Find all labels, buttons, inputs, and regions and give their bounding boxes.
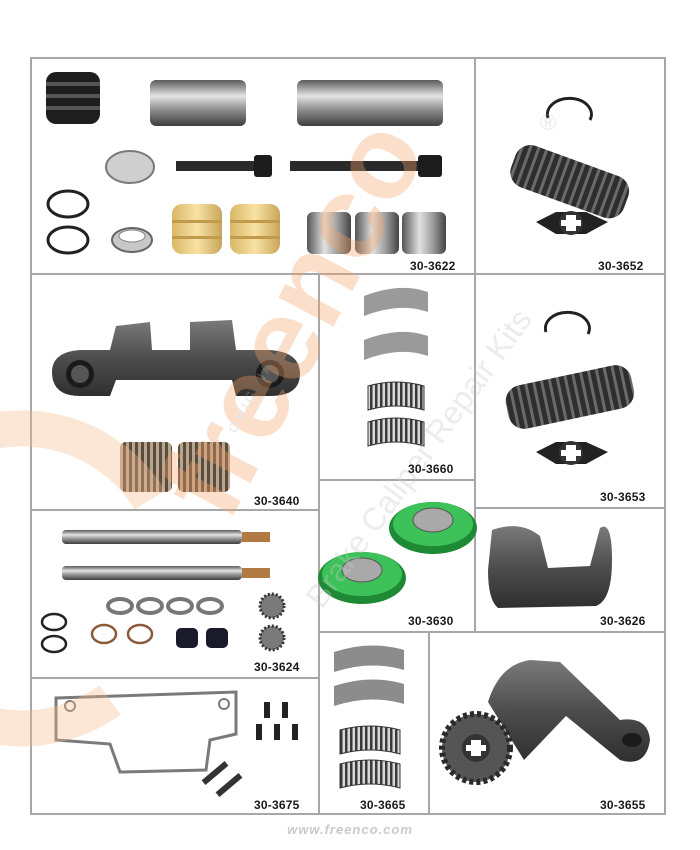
- bellows-boot-icon: [510, 145, 630, 219]
- kit-code-30-3660: 30-3660: [408, 462, 454, 476]
- rubber-boot-yellow-icon: [172, 204, 280, 254]
- kit-code-30-3640: 30-3640: [254, 494, 300, 508]
- kit-code-30-3652: 30-3652: [598, 259, 644, 273]
- adjuster-plate-icon: [536, 441, 608, 465]
- kit-code-30-3675: 30-3675: [254, 798, 300, 812]
- screw-set-icon: [201, 702, 298, 797]
- bearing-shell-icon: [334, 645, 404, 706]
- retaining-ring-icon: [545, 96, 593, 121]
- gear-icon: [258, 592, 286, 652]
- needle-bearing-icon: [367, 381, 425, 447]
- kit-code-30-3653: 30-3653: [600, 490, 646, 504]
- circlip-icon: [46, 189, 90, 255]
- kit-panel-30-3675: [30, 677, 320, 815]
- kit-code-30-3630: 30-3630: [408, 614, 454, 628]
- rubber-grommet-icon: [176, 628, 228, 648]
- rubber-plug-icon: [46, 72, 100, 124]
- coil-spring-icon: [120, 442, 230, 492]
- bearing-shell-icon: [364, 287, 428, 360]
- adjuster-shaft-icon: [62, 530, 270, 580]
- kit-code-30-3655: 30-3655: [600, 798, 646, 812]
- gasket-icon: [54, 690, 238, 774]
- washer-icon: [106, 597, 224, 615]
- kit-code-30-3665: 30-3665: [360, 798, 406, 812]
- cast-guide-yoke-icon: [488, 526, 612, 608]
- kit-code-30-3622: 30-3622: [410, 259, 456, 273]
- spring-clip-icon: [40, 612, 154, 654]
- bushing-ring-icon: [111, 227, 153, 253]
- adjuster-plate-icon: [536, 211, 608, 235]
- steel-bushing-icon: [307, 212, 446, 254]
- bolt-icon: [176, 155, 272, 177]
- kit-code-30-3626: 30-3626: [600, 614, 646, 628]
- piston-seal-icon: [318, 502, 477, 604]
- actuator-lever-icon: [439, 660, 650, 785]
- bellows-boot-icon: [505, 365, 635, 429]
- footer-website[interactable]: www.freenco.com: [287, 822, 413, 837]
- needle-bearing-icon: [339, 725, 401, 789]
- guide-pin-long-icon: [297, 80, 443, 126]
- retaining-ring-icon: [543, 310, 591, 335]
- bridge-bracket-icon: [52, 320, 300, 396]
- bolt-long-icon: [290, 155, 442, 177]
- guide-pin-short-icon: [150, 80, 246, 126]
- dust-cap-icon: [105, 150, 155, 184]
- kit-code-30-3624: 30-3624: [254, 660, 300, 674]
